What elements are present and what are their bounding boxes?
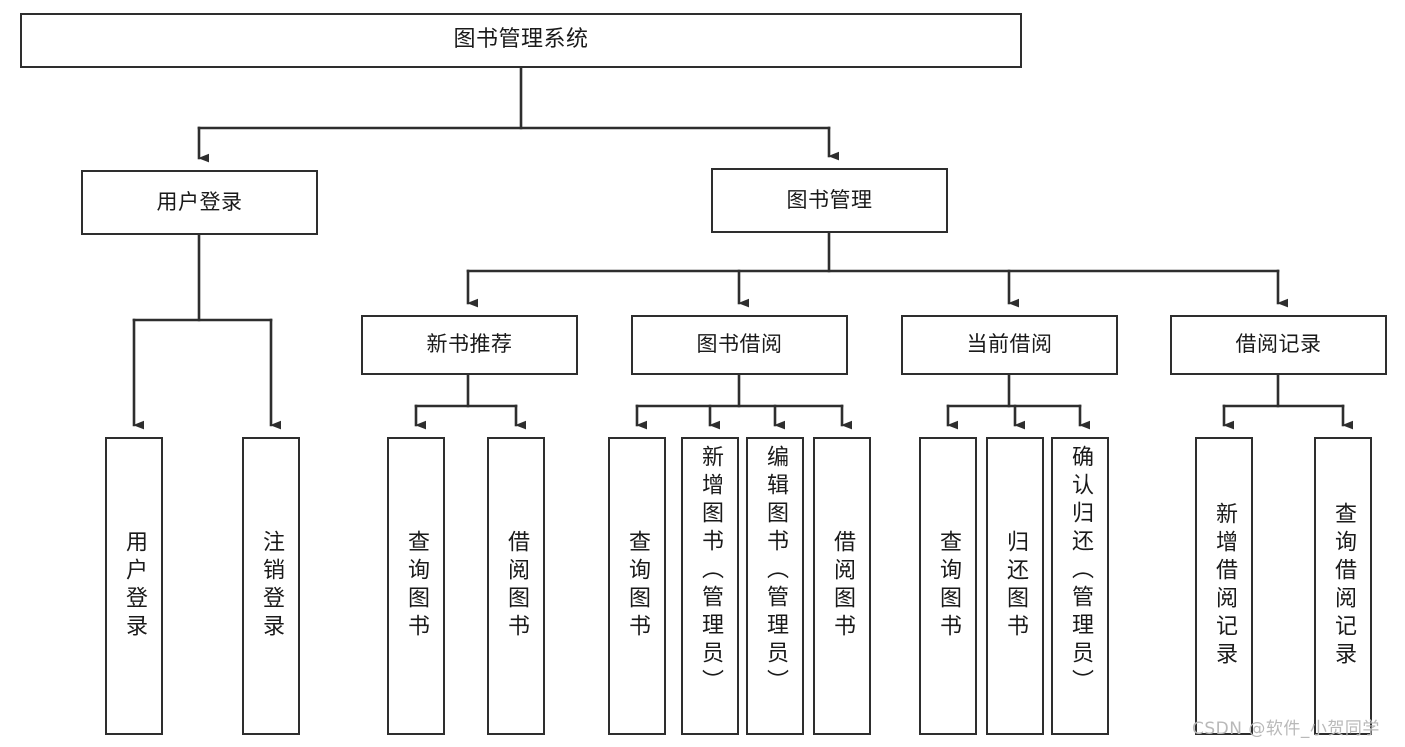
node-label: 图书管理系统 — [453, 27, 589, 53]
node-label: 用户登录 — [122, 530, 147, 642]
csdn-watermark: CSDN @软件_小贺同学 — [1192, 719, 1380, 739]
leaf-borrow-book[interactable]: 借阅图书 — [813, 437, 871, 735]
node-label: 编辑图书（管理员） — [763, 445, 788, 697]
node-label: 借阅记录 — [1235, 332, 1322, 357]
node-label: 归还图书 — [1003, 530, 1028, 642]
leaf-user-login[interactable]: 用户登录 — [105, 437, 163, 735]
leaf-query-book-borrow[interactable]: 查询图书 — [608, 437, 666, 735]
leaf-query-borrow-record[interactable]: 查询借阅记录 — [1314, 437, 1372, 735]
leaf-query-book-current[interactable]: 查询图书 — [919, 437, 977, 735]
leaf-add-book-admin[interactable]: 新增图书（管理员） — [681, 437, 739, 735]
node-label: 查询图书 — [936, 530, 961, 642]
node-label: 用户登录 — [156, 189, 243, 214]
node-label: 查询图书 — [625, 530, 650, 642]
node-label: 新增图书（管理员） — [698, 445, 723, 697]
leaf-confirm-return-admin[interactable]: 确认归还（管理员） — [1051, 437, 1109, 735]
node-label: 查询借阅记录 — [1331, 502, 1356, 670]
node-label: 新增借阅记录 — [1212, 502, 1237, 670]
node-label: 借阅图书 — [504, 530, 529, 642]
node-book-borrow[interactable]: 图书借阅 — [631, 315, 848, 375]
node-label: 图书管理 — [786, 187, 873, 212]
leaf-logout-login[interactable]: 注销登录 — [242, 437, 300, 735]
node-label: 注销登录 — [259, 530, 284, 642]
leaf-add-borrow-record[interactable]: 新增借阅记录 — [1195, 437, 1253, 735]
node-current-borrow[interactable]: 当前借阅 — [901, 315, 1118, 375]
node-new-book-recommend[interactable]: 新书推荐 — [361, 315, 578, 375]
node-borrow-record[interactable]: 借阅记录 — [1170, 315, 1387, 375]
node-book-management[interactable]: 图书管理 — [711, 168, 948, 233]
node-label: 当前借阅 — [966, 332, 1053, 357]
node-label: 查询图书 — [404, 530, 429, 642]
node-label: 新书推荐 — [426, 332, 513, 357]
leaf-borrow-book-recommend[interactable]: 借阅图书 — [487, 437, 545, 735]
leaf-edit-book-admin[interactable]: 编辑图书（管理员） — [746, 437, 804, 735]
node-root-book-management-system[interactable]: 图书管理系统 — [20, 13, 1022, 68]
node-label: 图书借阅 — [696, 332, 783, 357]
node-label: 借阅图书 — [830, 530, 855, 642]
node-user-login[interactable]: 用户登录 — [81, 170, 318, 235]
leaf-return-book[interactable]: 归还图书 — [986, 437, 1044, 735]
node-label: 确认归还（管理员） — [1068, 445, 1093, 697]
leaf-query-book-recommend[interactable]: 查询图书 — [387, 437, 445, 735]
